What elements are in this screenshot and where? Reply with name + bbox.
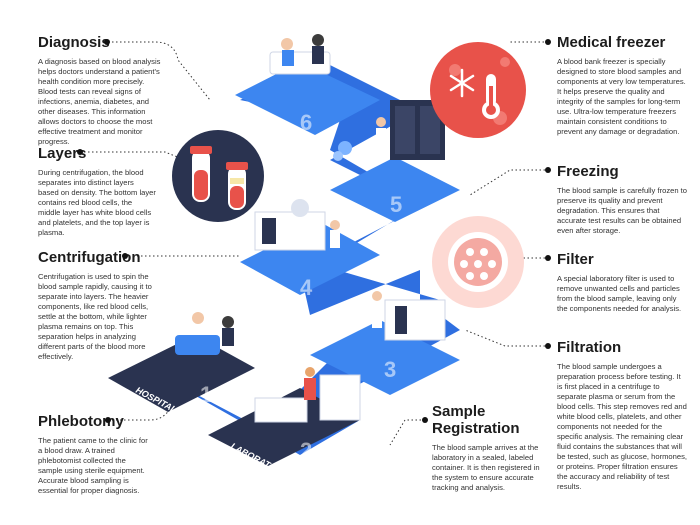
- step-text: A diagnosis based on blood analysis help…: [38, 57, 161, 146]
- layers-circle: [172, 130, 264, 222]
- connector-dot: [77, 149, 83, 155]
- step-diagnosis: Diagnosis A diagnosis based on blood ana…: [38, 34, 163, 147]
- step-text: A blood bank freezer is specially design…: [557, 57, 686, 136]
- platform-number-6: 6: [300, 110, 312, 135]
- step-text: The patient came to the clinic for a blo…: [38, 436, 148, 495]
- platform-number-1: 1: [200, 382, 212, 407]
- filter-icon: [448, 232, 508, 292]
- platform-numbers: 1 2 3 4 5 6: [200, 110, 402, 463]
- platform-number-2: 2: [300, 438, 312, 463]
- connector-dot: [122, 253, 128, 259]
- step-title: Filtration: [557, 339, 622, 356]
- step-text: The blood sample is carefully frozen to …: [557, 186, 688, 235]
- test-tubes-icon: [190, 146, 248, 210]
- step-title: Layers: [38, 145, 87, 162]
- step-freezing: Freezing The blood sample is carefully f…: [557, 163, 687, 236]
- platform-number-3: 3: [384, 357, 396, 382]
- step-text: Centrifugation is used to spin the blood…: [38, 272, 152, 361]
- step-text: A special laboratory filter is used to r…: [557, 274, 682, 313]
- step-title: Phlebotomy: [38, 413, 124, 430]
- scene-objects: [175, 34, 446, 423]
- connector-dot: [422, 417, 428, 423]
- connector-dot: [545, 343, 551, 349]
- step-title: Medical freezer: [557, 34, 666, 51]
- connector-dot: [545, 255, 551, 261]
- step-filter: Filter A special laboratory filter is us…: [557, 251, 687, 314]
- step-title: Filter: [557, 251, 594, 268]
- step-text: The blood sample undergoes a preparation…: [557, 362, 688, 491]
- step-centrifugation: Centrifugation Centrifugation is used to…: [38, 249, 156, 362]
- step-title: Centrifugation: [38, 249, 141, 266]
- platform-number-5: 5: [390, 192, 402, 217]
- connector-dot: [105, 417, 111, 423]
- step-sample-registration: Sample Registration The blood sample arr…: [432, 403, 540, 493]
- step-title: Sample Registration: [432, 403, 520, 437]
- step-title: Diagnosis: [38, 34, 110, 51]
- filter-circle: [432, 216, 524, 308]
- connector-lines: [80, 41, 548, 446]
- step-title: Freezing: [557, 163, 619, 180]
- connector-dot: [545, 167, 551, 173]
- step-text: During centrifugation, the blood separat…: [38, 168, 156, 237]
- thermometer-icon: [482, 74, 500, 119]
- step-filtration: Filtration The blood sample undergoes a …: [557, 339, 687, 492]
- freezer-circle: [430, 42, 526, 138]
- platform-number-4: 4: [300, 275, 313, 300]
- step-medical-freezer: Medical freezer A blood bank freezer is …: [557, 34, 687, 137]
- step-text: The blood sample arrives at the laborato…: [432, 443, 540, 492]
- snowflake-icon: [449, 68, 475, 98]
- connector-dot: [104, 39, 110, 45]
- step-phlebotomy: Phlebotomy The patient came to the clini…: [38, 413, 150, 496]
- step-layers: Layers During centrifugation, the blood …: [38, 145, 156, 238]
- connector-dot: [545, 39, 551, 45]
